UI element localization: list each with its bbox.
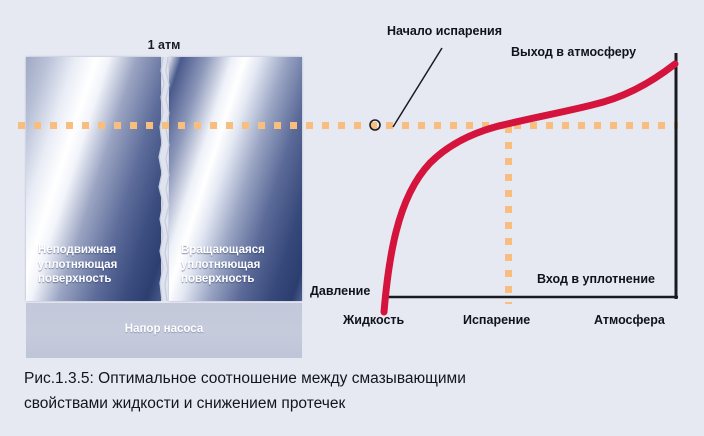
chart-canvas <box>369 47 679 316</box>
vapor-pressure-reference-line <box>18 122 678 129</box>
figure-caption: Рис.1.3.5: Оптимальное соотношение между… <box>24 366 684 416</box>
rotating-seal-face <box>169 57 302 301</box>
label-seal-inlet: Вход в уплотнение <box>537 272 655 286</box>
evaporation-threshold-line <box>505 126 512 304</box>
leak-path-gap <box>158 57 170 301</box>
stationary-face-label: Неподвижная уплотняющая поверхность <box>38 244 118 285</box>
evaporation-start-marker <box>369 119 381 131</box>
mechanical-seal-illustration: Неподвижная уплотняющая поверхность Вращ… <box>26 57 302 358</box>
tick-label-evaporation: Испарение <box>463 313 531 327</box>
annotation-evaporation-start: Начало испарения <box>387 24 503 38</box>
rotating-face-label: Вращающаяся уплотняющая поверхность <box>181 244 265 285</box>
figure-caption-line-1: Рис.1.3.5: Оптимальное соотношение между… <box>24 370 466 387</box>
label-outlet-to-atmosphere: Выход в атмосферу <box>511 45 637 59</box>
pressure-profile-chart: Начало испарения Выход в атмосферу Вход … <box>310 20 704 340</box>
tick-label-atmosphere: Атмосфера <box>594 313 665 327</box>
figure-caption-line-2: свойствами жидкости и снижением протечек <box>24 395 346 412</box>
atmospheric-pressure-label: 1 атм <box>147 38 181 52</box>
annotation-leader-line <box>392 47 443 128</box>
pump-head-band <box>26 303 302 358</box>
pump-head-label: Напор насоса <box>124 323 204 335</box>
tick-label-liquid: Жидкость <box>343 313 405 327</box>
stationary-seal-face <box>26 57 161 301</box>
pressure-curve <box>380 60 679 316</box>
y-axis-label-pressure: Давление <box>310 284 371 298</box>
